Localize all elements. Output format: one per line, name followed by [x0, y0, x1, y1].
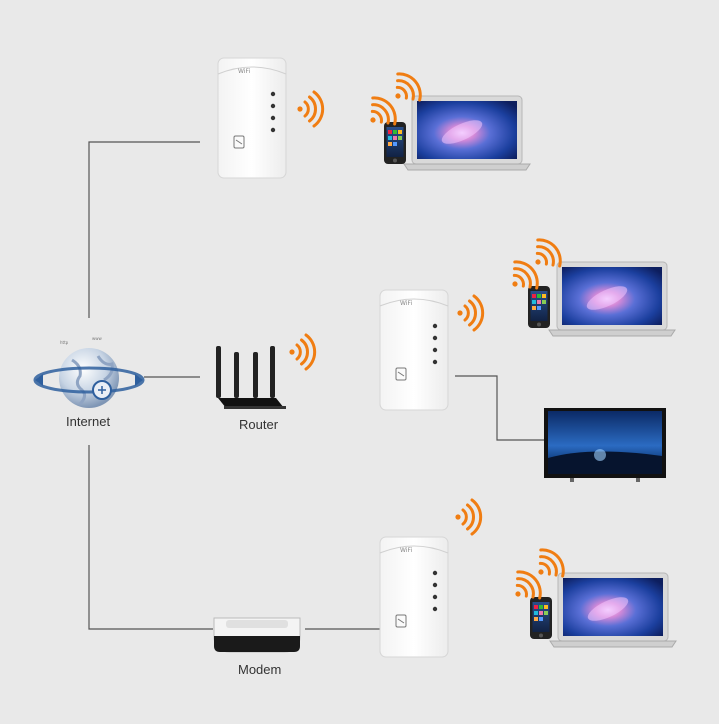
svg-text:http: http: [60, 340, 69, 345]
modem-label: Modem: [238, 662, 282, 677]
middle-phone-icon: [528, 286, 550, 328]
svg-text:www: www: [92, 336, 103, 341]
internet-label: Internet: [66, 414, 111, 429]
router-icon: [216, 346, 286, 409]
modem-icon: [213, 617, 301, 653]
connector-lines: [88, 141, 544, 630]
middle-wifi-extender-icon: [379, 289, 449, 411]
bottom-extender-wifi-signal-icon: [453, 498, 483, 536]
line-internet-to-modem: [88, 445, 213, 630]
bottom-laptop-icon: [549, 572, 677, 648]
line-internet-to-top-extender: [88, 141, 200, 318]
top-extender-wifi-signal-icon: [295, 90, 325, 128]
top-wifi-extender-icon: [217, 57, 287, 179]
bottom-phone-icon: [530, 597, 552, 639]
line-extender-to-tv: [455, 375, 544, 441]
top-laptop-icon: [403, 95, 531, 171]
tv-icon: [544, 408, 666, 482]
router-label: Router: [239, 417, 279, 432]
router-wifi-signal-icon: [287, 333, 317, 371]
internet-globe-icon: http www: [33, 336, 145, 408]
top-phone-icon: [384, 122, 406, 164]
middle-extender-wifi-signal-icon: [455, 294, 485, 332]
bottom-wifi-extender-icon: [379, 536, 449, 658]
middle-laptop-icon: [548, 261, 676, 337]
